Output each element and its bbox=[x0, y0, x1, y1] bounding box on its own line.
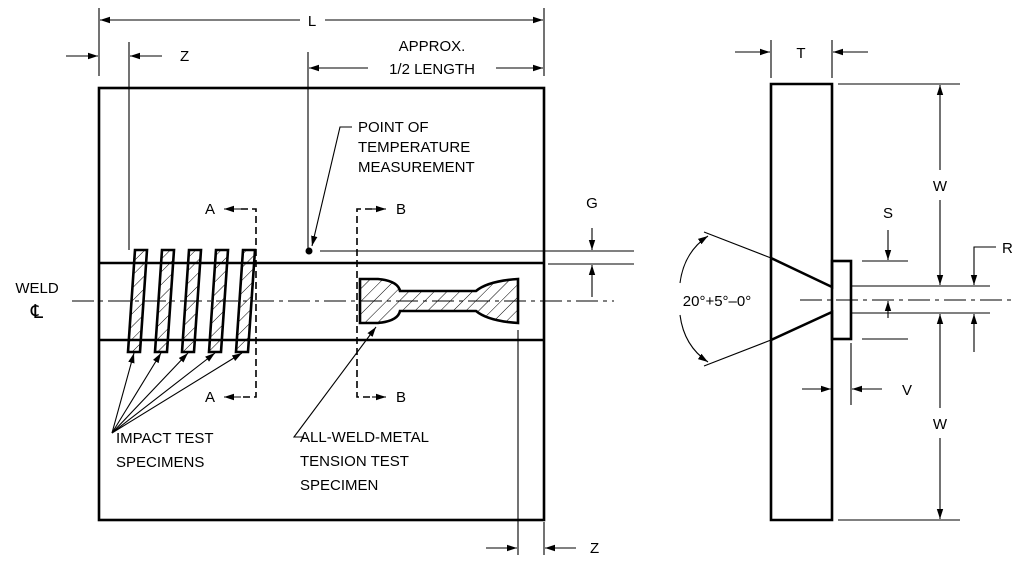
section-B-top-label: B bbox=[396, 201, 406, 218]
dim-Z-bottom-label: Z bbox=[590, 540, 599, 557]
dim-V-label: V bbox=[902, 382, 912, 399]
impact-specimens bbox=[126, 248, 257, 354]
dim-W-upper-label: W bbox=[933, 178, 948, 195]
dim-Z-top-label: Z bbox=[180, 48, 189, 65]
tension-label-3: SPECIMEN bbox=[300, 477, 378, 494]
tension-label-2: TENSION TEST bbox=[300, 453, 409, 470]
impact-specimen bbox=[153, 248, 176, 354]
temperature-label-3: MEASUREMENT bbox=[358, 159, 475, 176]
temperature-leader bbox=[311, 126, 352, 247]
section-B-bottom-label: B bbox=[396, 389, 406, 406]
dim-T-label: T bbox=[796, 45, 805, 62]
temperature-label-1: POINT OF bbox=[358, 119, 429, 136]
temperature-point bbox=[305, 247, 313, 255]
angle-arc-lower bbox=[679, 314, 709, 363]
impact-leader bbox=[111, 352, 162, 434]
section-A-bottom-label: A bbox=[205, 389, 215, 406]
angle-ext-lower bbox=[703, 339, 772, 367]
impact-leader bbox=[111, 352, 243, 434]
temperature-label-2: TEMPERATURE bbox=[358, 139, 470, 156]
dim-G-label: G bbox=[586, 195, 598, 212]
plate-section bbox=[769, 82, 834, 522]
section-A-line bbox=[241, 208, 257, 398]
tension-label-1: ALL-WELD-METAL bbox=[300, 429, 429, 446]
impact-specimen bbox=[126, 248, 149, 354]
approx-label: APPROX. bbox=[399, 38, 466, 55]
dim-R-arrow bbox=[970, 246, 996, 285]
tension-leader bbox=[292, 326, 377, 438]
impact-label-2: SPECIMENS bbox=[116, 454, 204, 471]
tension-specimen bbox=[358, 277, 520, 325]
impact-leader bbox=[111, 352, 135, 434]
plan-view: L Z APPROX. 1/2 LENGTH POINT OF TEMPERAT… bbox=[15, 8, 634, 557]
angle-arc-upper bbox=[679, 235, 709, 284]
centerline-symbol: ℄ bbox=[30, 302, 44, 323]
test-plate-outline bbox=[97, 86, 546, 522]
impact-specimen bbox=[180, 248, 203, 354]
section-A-top-label: A bbox=[205, 201, 215, 218]
dim-S-label: S bbox=[883, 205, 893, 222]
groove-angle-label: 20°+5°–0° bbox=[683, 293, 751, 310]
angle-ext-upper bbox=[703, 231, 772, 259]
section-B-line bbox=[356, 208, 372, 398]
weld-label: WELD bbox=[15, 280, 59, 297]
impact-specimen bbox=[234, 248, 257, 354]
impact-specimen bbox=[207, 248, 230, 354]
dim-W-lower-label: W bbox=[933, 416, 948, 433]
impact-leader bbox=[111, 352, 189, 434]
half-length-label: 1/2 LENGTH bbox=[389, 61, 475, 78]
section-view: T W W S R V 20°+5°–0° bbox=[679, 40, 1013, 522]
impact-leader bbox=[111, 352, 216, 434]
dim-R-label: R bbox=[1002, 240, 1013, 257]
dim-L-label: L bbox=[308, 13, 316, 30]
impact-label-1: IMPACT TEST bbox=[116, 430, 214, 447]
